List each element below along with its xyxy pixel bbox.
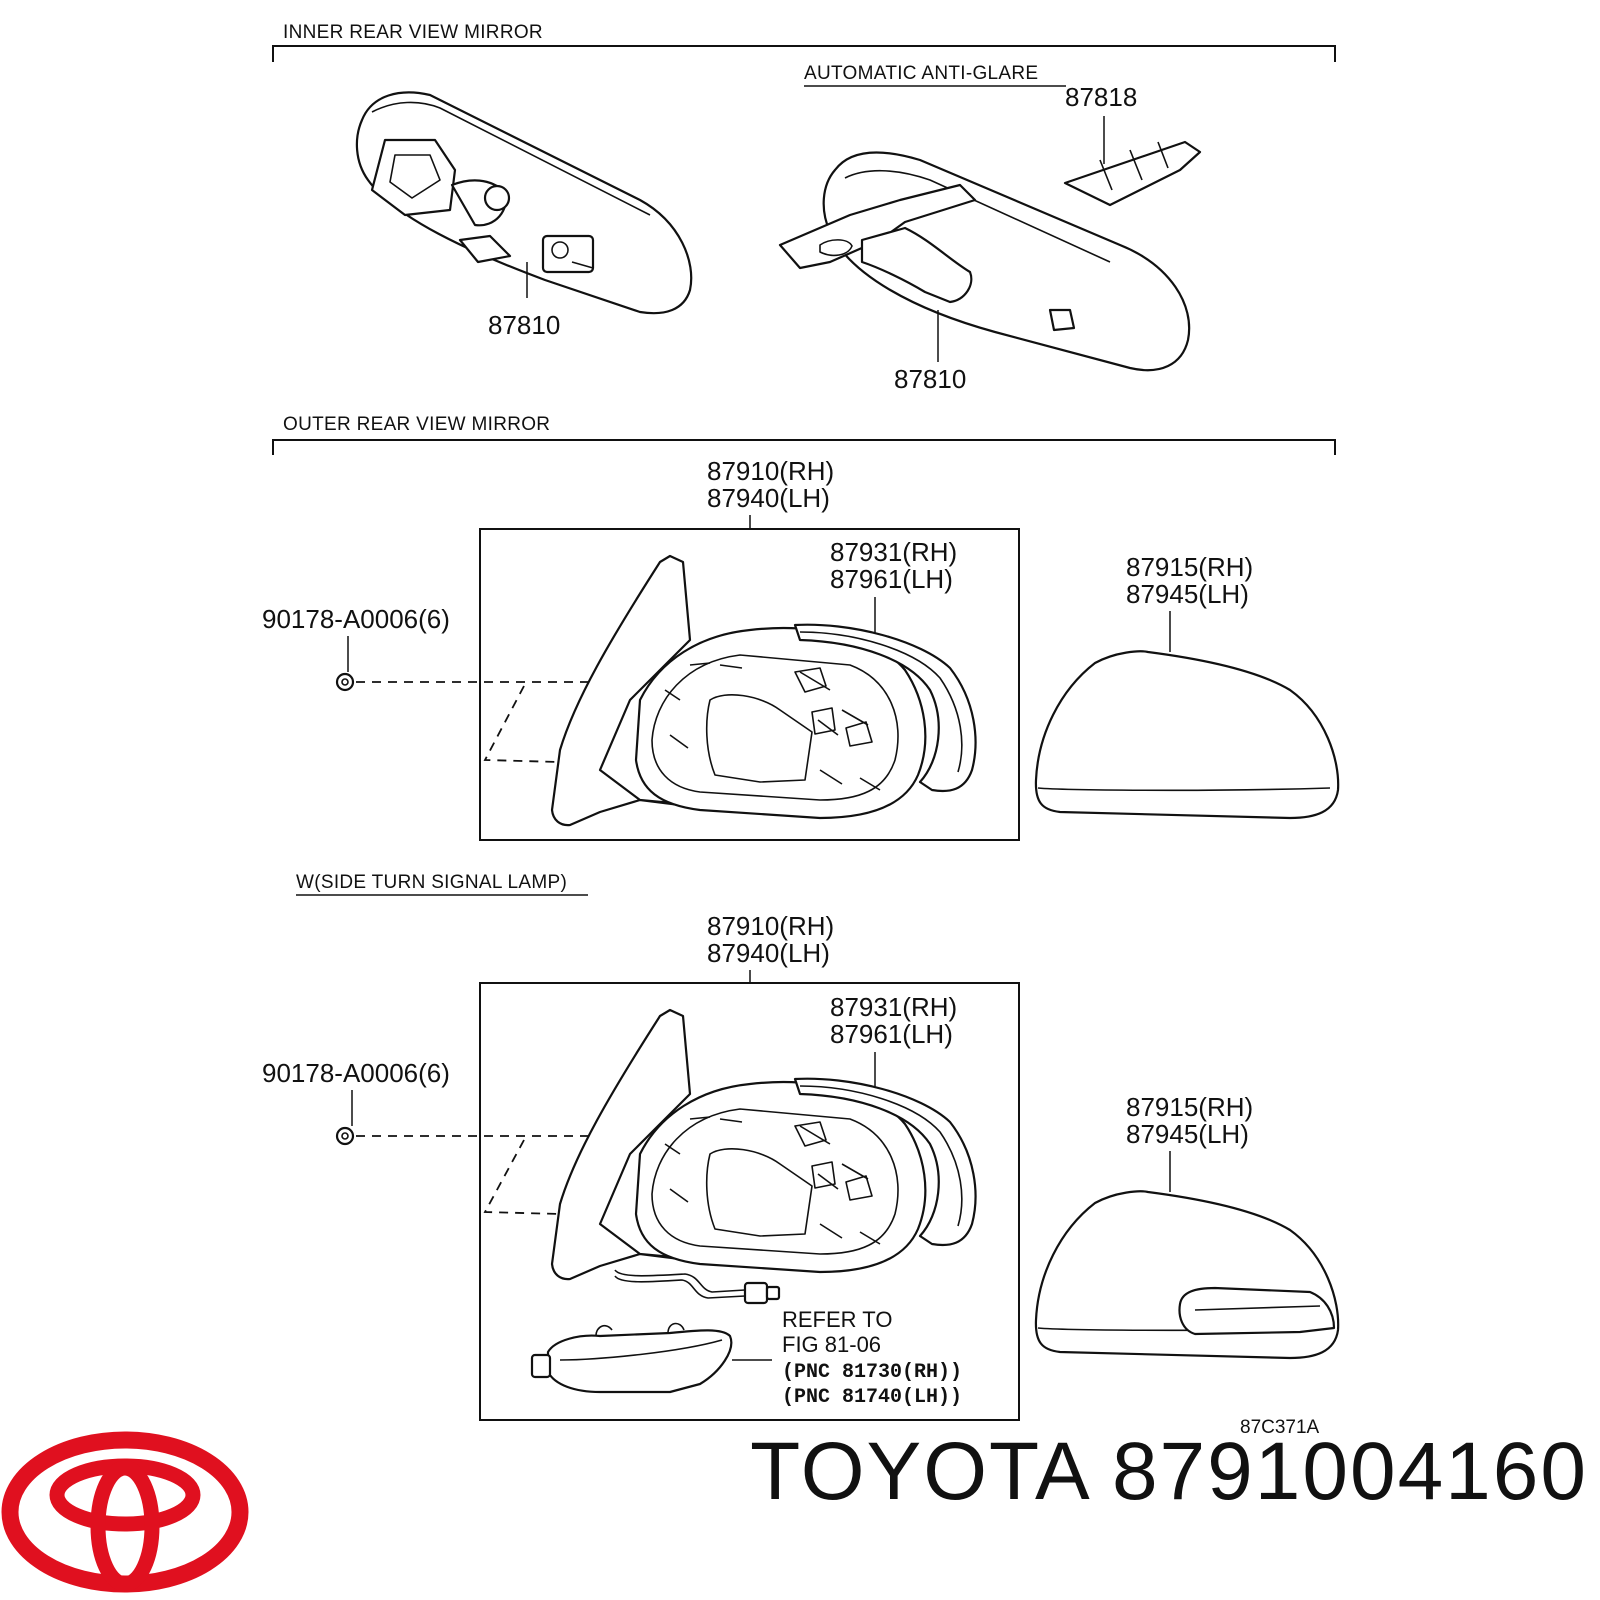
refer-line-1: REFER TO bbox=[782, 1307, 892, 1332]
refer-line-4: (PNC 81740(LH)) bbox=[782, 1386, 962, 1409]
inner-mirror-anti-glare bbox=[778, 151, 1191, 372]
part-87818-bracket bbox=[1063, 116, 1202, 207]
label-glass-rh-top: 87931(RH) bbox=[830, 537, 957, 567]
label-cover-rh-bottom: 87915(RH) bbox=[1126, 1092, 1253, 1122]
assy-box-top bbox=[479, 528, 1020, 841]
screw-icon-bottom bbox=[335, 1126, 355, 1146]
refer-line-3: (PNC 81730(RH)) bbox=[782, 1361, 962, 1384]
label-cover-rh-top: 87915(RH) bbox=[1126, 552, 1253, 582]
label-cover-lh-bottom: 87945(LH) bbox=[1126, 1119, 1249, 1149]
label-screw-top: 90178-A0006(6) bbox=[262, 604, 450, 634]
outer-mirror-group-bottom: 87910(RH) 87940(LH) 87931(RH) 87961(LH) … bbox=[262, 911, 1340, 1421]
assy-box-bottom bbox=[479, 982, 1020, 1421]
turn-signal-lamp bbox=[546, 1329, 733, 1394]
outer-mirror-group-top: 87910(RH) 87940(LH) 87931(RH) 87961(LH) … bbox=[262, 456, 1340, 841]
section-subtitle-anti-glare: AUTOMATIC ANTI-GLARE bbox=[804, 63, 1038, 84]
brand-title: TOYOTA 8791004160 bbox=[718, 1425, 1588, 1519]
label-assy-rh-bottom: 87910(RH) bbox=[707, 911, 834, 941]
section-title-outer: OUTER REAR VIEW MIRROR bbox=[283, 414, 550, 435]
brand-name: TOYOTA bbox=[750, 1426, 1088, 1517]
label-assy-lh-top: 87940(LH) bbox=[707, 483, 830, 513]
screw-icon-top bbox=[335, 672, 355, 692]
refer-line-2: FIG 81-06 bbox=[782, 1332, 881, 1357]
section-title-signal: W(SIDE TURN SIGNAL LAMP) bbox=[296, 872, 567, 893]
part-label-87810-a: 87810 bbox=[488, 310, 560, 340]
section-bracket-inner bbox=[272, 45, 1336, 62]
part-label-87810-b: 87810 bbox=[894, 364, 966, 394]
cover-signal-lens bbox=[1178, 1286, 1336, 1336]
label-assy-rh-top: 87910(RH) bbox=[707, 456, 834, 486]
brand-part-number: 8791004160 bbox=[1111, 1426, 1588, 1517]
part-label-87818: 87818 bbox=[1065, 82, 1137, 112]
label-glass-lh-top: 87961(LH) bbox=[830, 564, 953, 594]
label-glass-lh-bottom: 87961(LH) bbox=[830, 1019, 953, 1049]
toyota-logo bbox=[1, 1431, 249, 1593]
label-cover-lh-top: 87945(LH) bbox=[1126, 579, 1249, 609]
label-screw-bottom: 90178-A0006(6) bbox=[262, 1058, 450, 1088]
inner-mirror-standard bbox=[355, 91, 693, 315]
label-assy-lh-bottom: 87940(LH) bbox=[707, 938, 830, 968]
figure-code: 87C371A bbox=[1240, 1417, 1320, 1438]
section-title-inner: INNER REAR VIEW MIRROR bbox=[283, 22, 543, 43]
label-glass-rh-bottom: 87931(RH) bbox=[830, 992, 957, 1022]
section-bracket-outer bbox=[272, 439, 1336, 455]
